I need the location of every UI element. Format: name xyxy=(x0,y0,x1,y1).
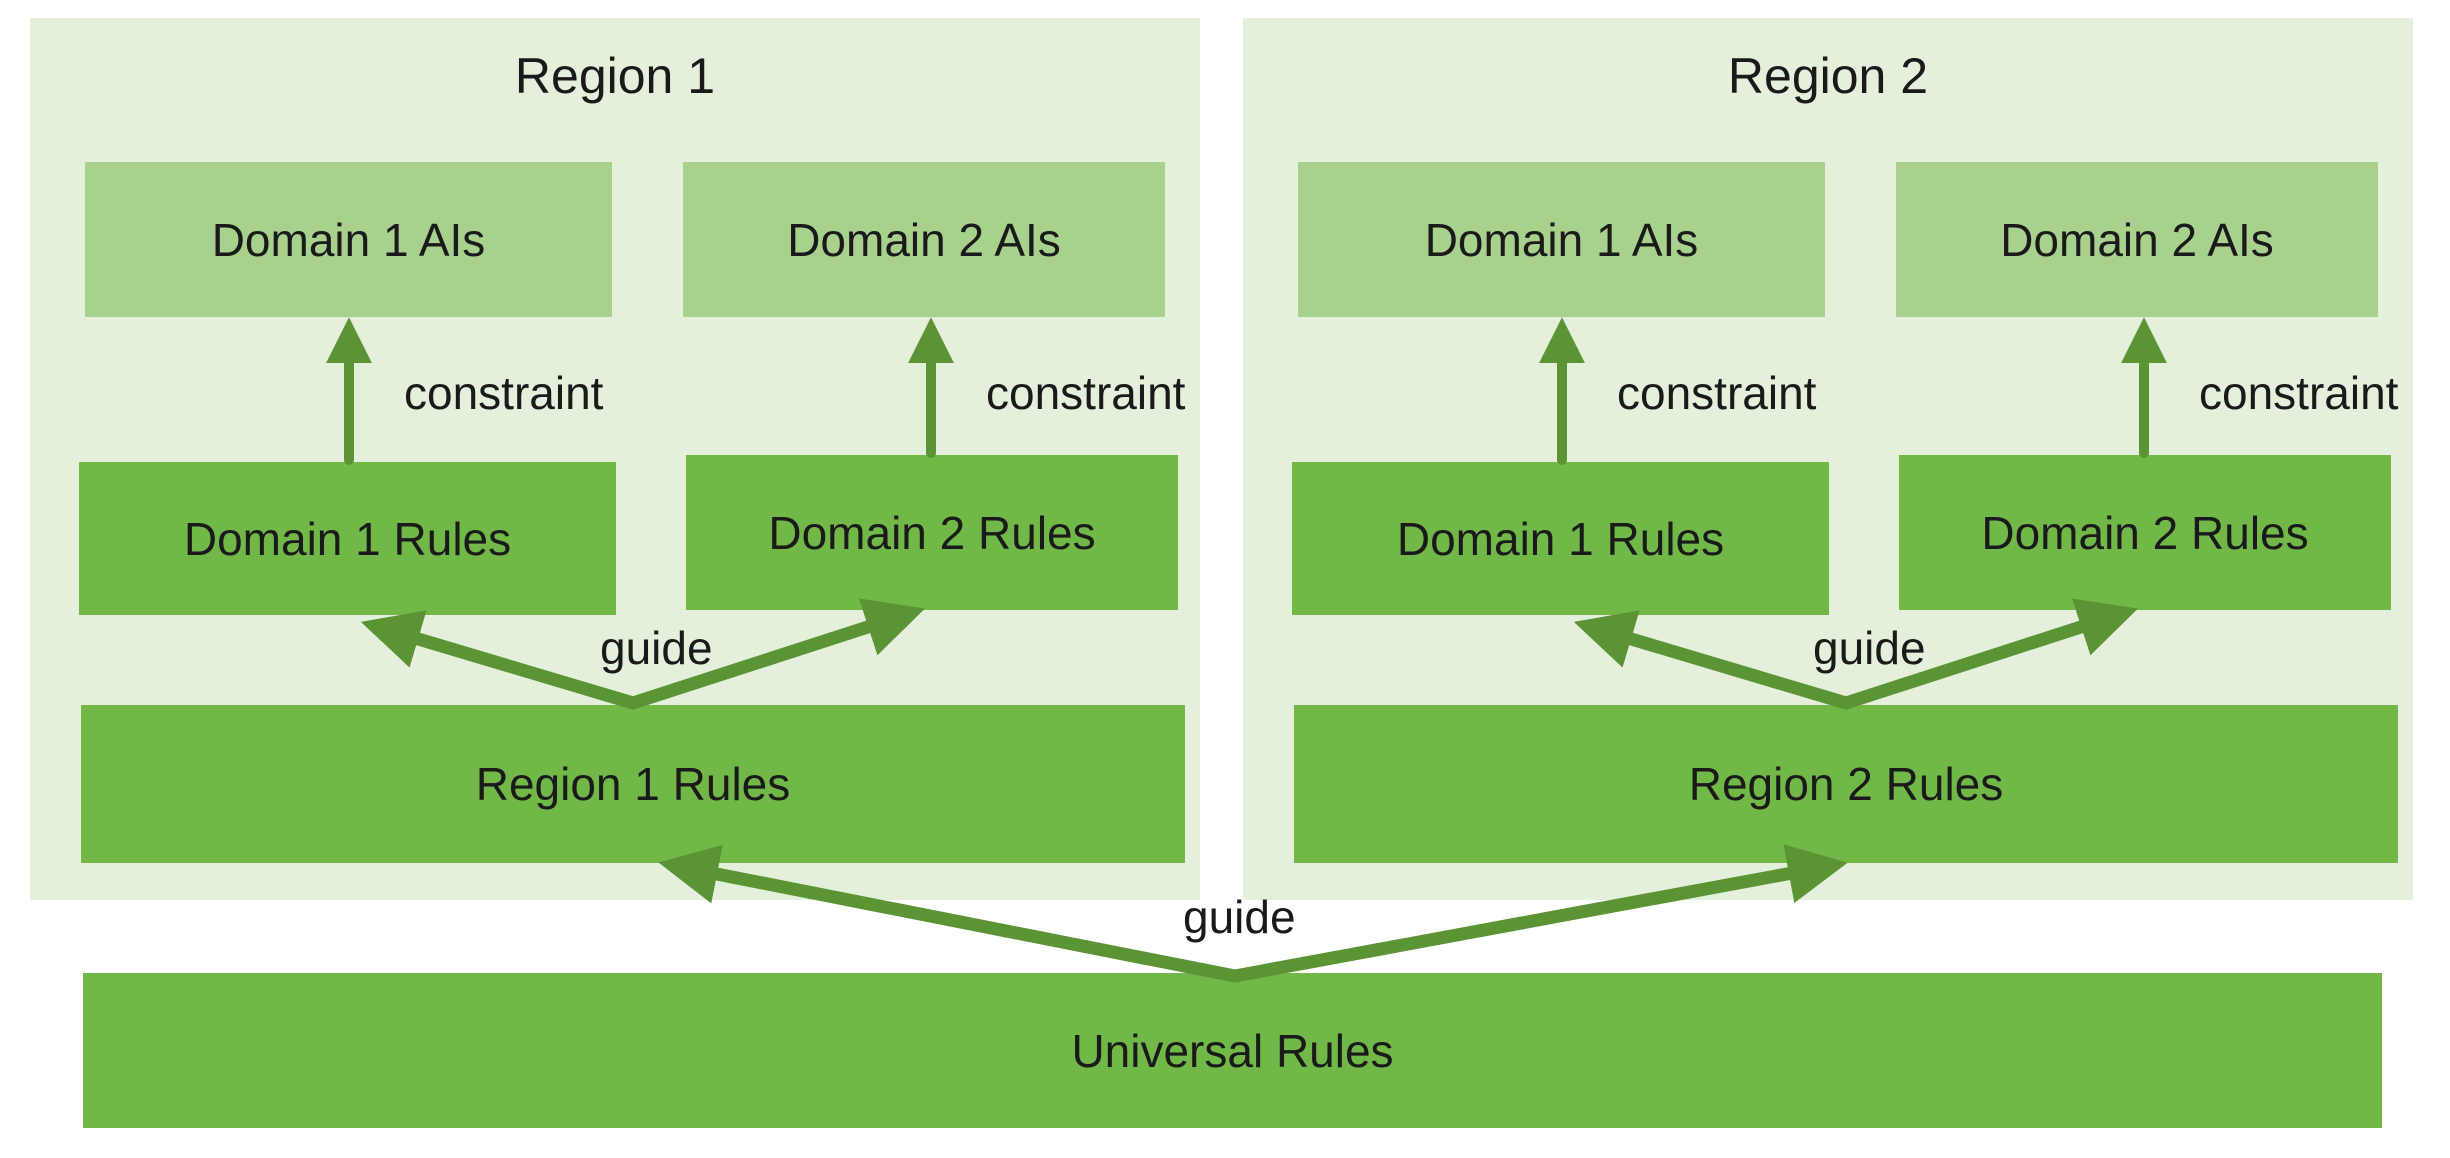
guide-label: guide xyxy=(600,622,713,674)
constraint-label: constraint xyxy=(1617,367,1817,419)
region-1-title: Region 1 xyxy=(514,48,716,104)
region-2-domain-1-rules-box: Domain 1 Rules xyxy=(1292,462,1829,615)
region-1-rules-box: Region 1 Rules xyxy=(81,705,1185,863)
region-1-domain-2-rules-box: Domain 2 Rules xyxy=(686,455,1178,610)
guide-label: guide xyxy=(1813,622,1926,674)
region-1-panel: Region 1 Domain 1 AIs Domain 2 AIs Domai… xyxy=(30,18,1200,900)
region-1-domain-1-ais-box: Domain 1 AIs xyxy=(85,162,612,317)
region-2-domain-1-ais-box: Domain 1 AIs xyxy=(1298,162,1825,317)
guide-label: guide xyxy=(1183,891,1296,943)
constraint-label: constraint xyxy=(404,367,604,419)
region-2-rules-box: Region 2 Rules xyxy=(1294,705,2398,863)
region-1-domain-2-ais-box: Domain 2 AIs xyxy=(683,162,1165,317)
constraint-label: constraint xyxy=(2199,367,2399,419)
region-2-domain-2-rules-box: Domain 2 Rules xyxy=(1899,455,2391,610)
region-2-title: Region 2 xyxy=(1727,48,1929,104)
region-2-panel: Region 2 Domain 1 AIs Domain 2 AIs Domai… xyxy=(1243,18,2413,900)
constraint-label: constraint xyxy=(986,367,1186,419)
region-1-domain-1-rules-box: Domain 1 Rules xyxy=(79,462,616,615)
region-2-domain-2-ais-box: Domain 2 AIs xyxy=(1896,162,2378,317)
universal-rules-box: Universal Rules xyxy=(83,973,2382,1128)
